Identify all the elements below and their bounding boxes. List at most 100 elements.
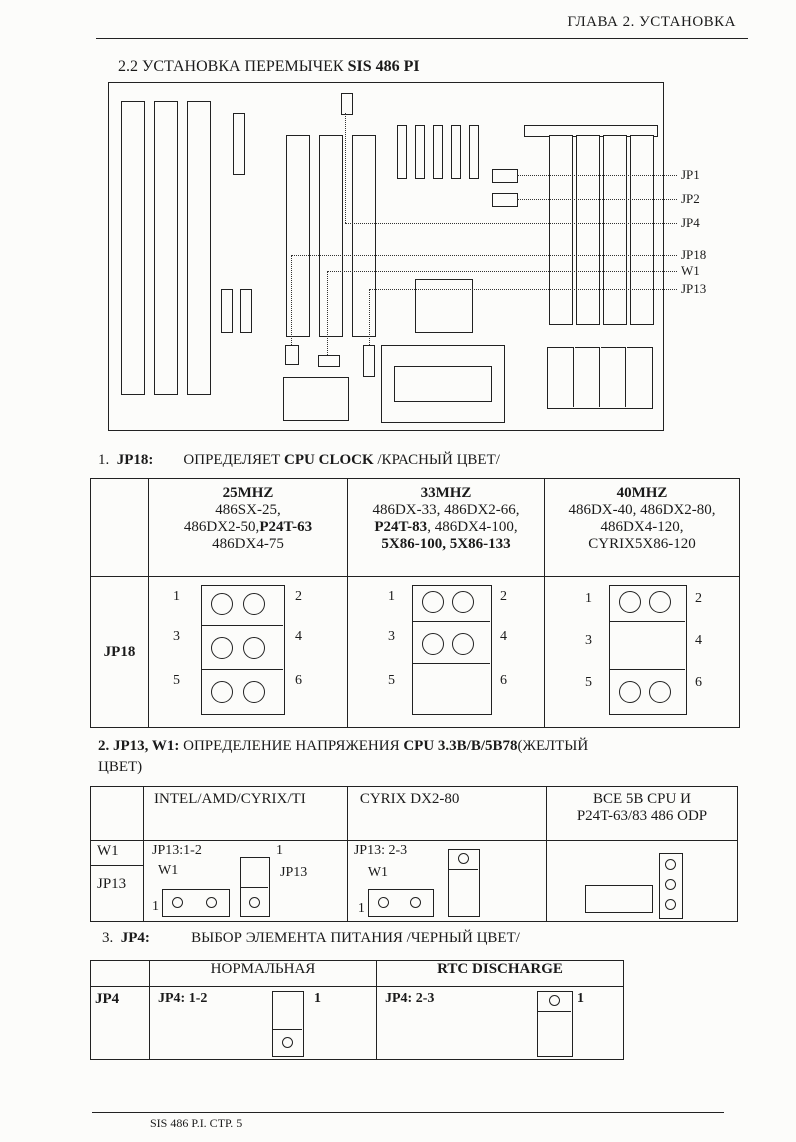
- leader-jp4-v: [345, 113, 346, 223]
- slot: [319, 135, 343, 337]
- pin-1: 1: [314, 991, 321, 1006]
- leader-jp18: [291, 255, 677, 256]
- jp4-table: НОРМАЛЬНАЯ RTC DISCHARGE JP4 JP4: 1-2 1 …: [90, 960, 624, 1060]
- slot: [352, 135, 376, 337]
- cpu-line: 486DX2-50,P24T-63: [149, 519, 347, 536]
- jp18-heading-code: JP18:: [116, 452, 154, 468]
- cpu-line: 486DX4-75: [212, 536, 284, 552]
- footer-rule: [92, 1112, 724, 1113]
- pin-circle: [664, 859, 676, 870]
- pin-circle: [457, 853, 469, 864]
- cpu-line: 486DX-33, 486DX2-66,: [372, 502, 520, 518]
- pin-4: 4: [295, 629, 302, 644]
- chip: [221, 289, 233, 333]
- col-head: INTEL/AMD/CYRIX/TI: [154, 791, 306, 807]
- jp4-header: [272, 991, 304, 1057]
- label-w1: W1: [681, 263, 700, 278]
- pin-circle: [452, 591, 474, 613]
- jp4-heading-num: 3.: [102, 930, 114, 946]
- pin-circle: [211, 593, 233, 615]
- jumper-cap-divider: [201, 625, 283, 626]
- setting-text: JP4: 2-3: [385, 991, 435, 1006]
- pin-1: 1: [152, 899, 160, 914]
- pin-3: 3: [585, 633, 592, 648]
- jp13-setting-intel: JP13:1-2 W1 1 JP13 1: [143, 840, 348, 922]
- cpu-line: 486SX-25,: [215, 502, 281, 518]
- jp4-corner-cell: [90, 960, 150, 987]
- pin-circle: [409, 897, 421, 908]
- row-label-jp13: JP13: [97, 876, 127, 892]
- pin-circle: [619, 591, 641, 613]
- jumper-header: [412, 585, 492, 715]
- pin-5: 5: [173, 673, 180, 688]
- pin-circle: [282, 1037, 293, 1048]
- pin-circle: [619, 681, 641, 703]
- motherboard-diagram: JP1 JP2 JP4 JP18 W1 JP13: [108, 82, 706, 431]
- pin-circle: [649, 681, 671, 703]
- jp18-setting-40: 1 2 3 4 5 6: [544, 576, 740, 728]
- w1-header: [584, 885, 653, 913]
- setting-text: JP13: 2-3: [353, 843, 408, 858]
- jp4-label: JP4: [95, 991, 120, 1007]
- simm-slot: [549, 135, 573, 325]
- leader-w1: [327, 271, 677, 272]
- isa-slot: [121, 101, 145, 395]
- leader-jp1: [517, 175, 677, 176]
- pin-circle: [664, 899, 676, 910]
- leader-jp13: [369, 289, 677, 290]
- freq-label: 25MHZ: [222, 485, 274, 501]
- jp18-label: JP18: [103, 643, 136, 660]
- jumper-cap-divider: [537, 1011, 571, 1012]
- w1-header: [367, 889, 434, 917]
- jp13-heading-code: 2. JP13, W1:: [98, 738, 180, 754]
- jp13-heading-bold: CPU 3.3В/В/5В78: [403, 738, 518, 754]
- jp4-heading: 3. JP4: ВЫБОР ЭЛЕМЕНТА ПИТАНИЯ /ЧЕРНЫЙ Ц…: [102, 930, 520, 947]
- jp18-heading: 1. JP18: ОПРЕДЕЛЯЕТ CPU CLOCK /КРАСНЫЙ Ц…: [98, 452, 500, 469]
- freq-label: 40MHZ: [616, 485, 668, 501]
- pin-circle: [243, 593, 265, 615]
- pin-2: 2: [695, 591, 702, 606]
- jp13-corner-cell: [89, 786, 145, 841]
- pin-circle: [243, 637, 265, 659]
- cpu-line-part: , 486DX4-100,: [427, 519, 518, 535]
- jp18-setting-25: 1 2 3 4 5 6: [148, 576, 348, 728]
- jp18-col-25: 25MHZ 486SX-25, 486DX2-50,P24T-63 486DX4…: [148, 478, 348, 577]
- freq-label: 33MHZ: [420, 485, 472, 501]
- pin-4: 4: [500, 629, 507, 644]
- jumper-cap-divider: [412, 663, 490, 664]
- pin-circle: [172, 897, 184, 908]
- col-head: НОРМАЛЬНАЯ: [210, 961, 316, 977]
- pin-6: 6: [500, 673, 507, 688]
- jp18-row-label: JP18: [90, 576, 149, 728]
- pin-circle: [452, 633, 474, 655]
- label-jp4: JP4: [681, 215, 700, 230]
- jp18-corner-cell: [90, 478, 149, 577]
- label-jp2: JP2: [681, 191, 700, 206]
- jumper: [318, 355, 340, 367]
- pin-circle: [422, 591, 444, 613]
- pin-circle: [377, 897, 389, 908]
- jp4-col-normal: НОРМАЛЬНАЯ: [149, 960, 377, 987]
- chip: [283, 377, 349, 421]
- pin-3: 3: [173, 629, 180, 644]
- pin-5: 5: [388, 673, 395, 688]
- jp13-heading-tail: (ЖЕЛТЫЙ: [517, 738, 589, 754]
- divider: [625, 347, 627, 407]
- jp18-heading-num: 1.: [98, 452, 110, 468]
- simm-slot: [603, 135, 627, 325]
- jp13-heading: 2. JP13, W1: ОПРЕДЕЛЕНИЕ НАПРЯЖЕНИЯ CPU …: [98, 736, 738, 778]
- cpu-line-part: 486DX2-50,: [183, 519, 260, 535]
- jp13-header: [658, 853, 683, 919]
- section-title: 2.2 УСТАНОВКА ПЕРЕМЫЧЕК SIS 486 PI: [118, 58, 420, 76]
- jp18-heading-bold: CPU CLOCK: [284, 452, 374, 468]
- col-head: CYRIX DX2-80: [359, 791, 460, 807]
- setting-text: JP13:1-2: [152, 843, 202, 858]
- jp13-row-labels: W1 JP13: [89, 840, 145, 922]
- pin-circle: [211, 681, 233, 703]
- leader-w1-v: [327, 271, 328, 355]
- jp13-table: INTEL/AMD/CYRIX/TI CYRIX DX2-80 ВСЕ 5В C…: [89, 786, 739, 922]
- slot: [286, 135, 310, 337]
- jp13-header: [447, 849, 480, 917]
- leader-jp4: [345, 223, 677, 224]
- cpu-line: 486DX4-120,: [600, 519, 684, 535]
